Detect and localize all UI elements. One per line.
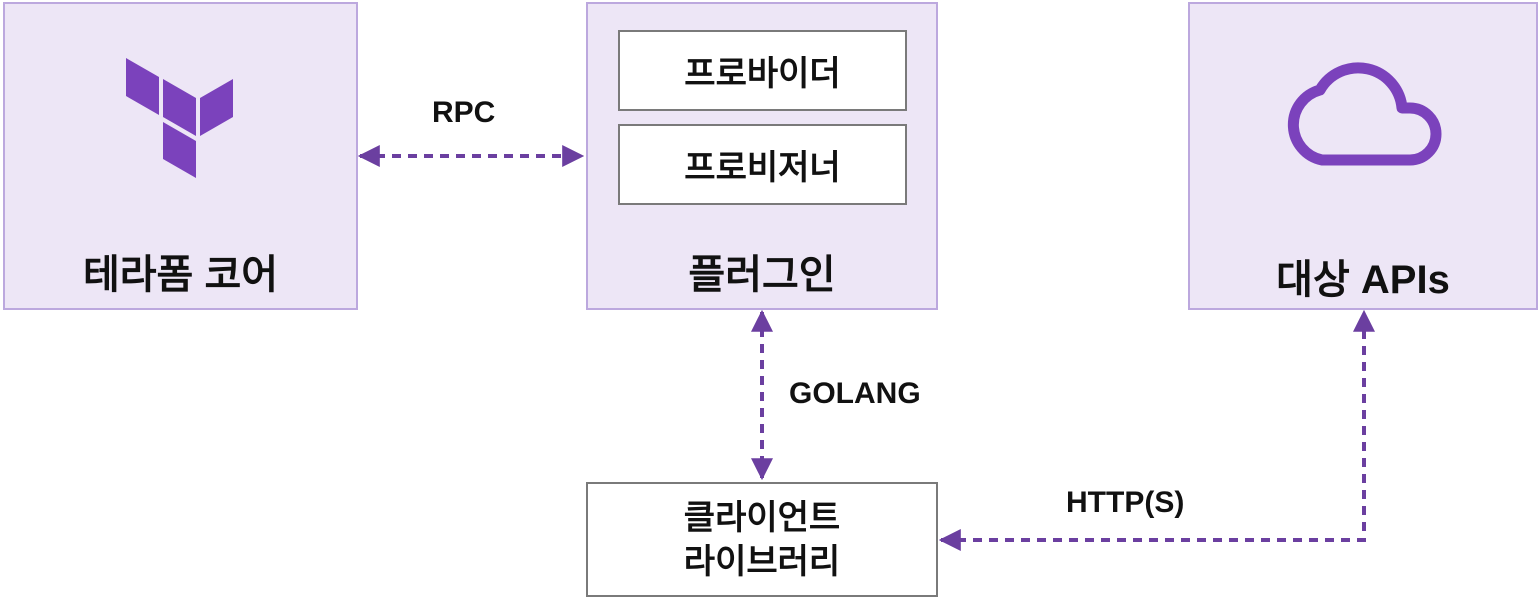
- http-label: HTTP(S): [1066, 486, 1185, 519]
- terraform-core-node: 테라폼 코어: [3, 2, 358, 310]
- client-library-node: 클라이언트 라이브러리: [586, 482, 938, 597]
- golang-label: GOLANG: [789, 377, 921, 410]
- plugin-title: 플러그인: [688, 253, 836, 297]
- terraform-logo-icon: [126, 58, 233, 178]
- provisioner-box: 프로비저너: [618, 124, 907, 205]
- client-library-line1: 클라이언트: [683, 498, 841, 537]
- rpc-label: RPC: [432, 96, 496, 129]
- terraform-core-title: 테라폼 코어: [82, 253, 279, 297]
- provider-box: 프로바이더: [618, 30, 907, 111]
- target-apis-title: 대상 APIs: [1276, 258, 1450, 302]
- client-library-line2: 라이브러리: [683, 542, 841, 581]
- plugin-node: 프로바이더 프로비저너 플러그인: [586, 2, 938, 310]
- http-connector: [938, 309, 1375, 551]
- cloud-icon: [1287, 62, 1442, 166]
